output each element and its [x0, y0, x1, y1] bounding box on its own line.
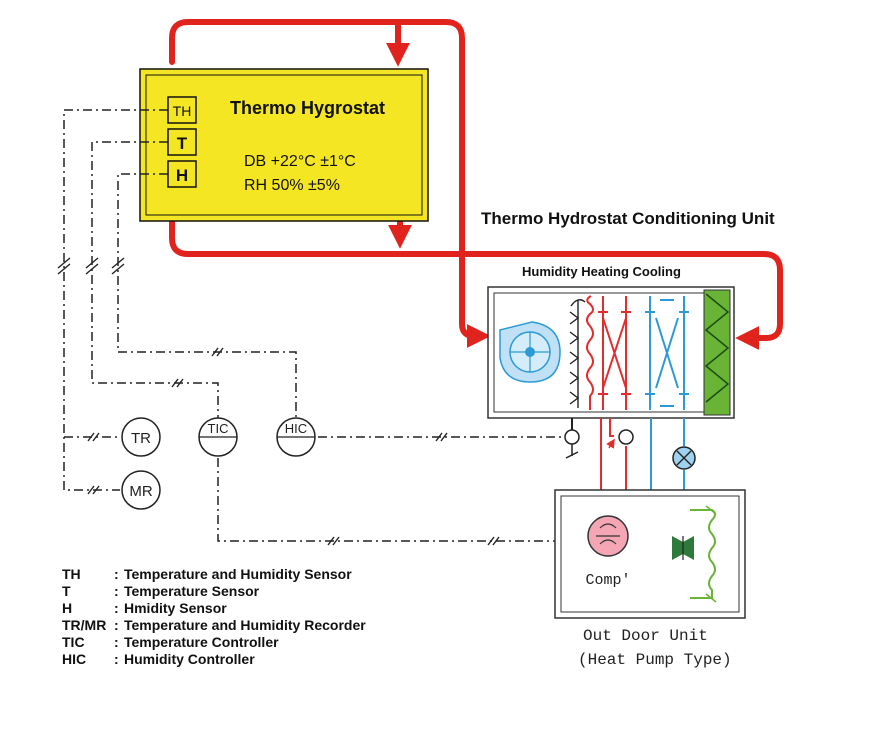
thermo-hygrostat: Thermo Hygrostat TH T H DB +22°C ±1°C RH… [139, 68, 429, 222]
legend-abbr: T [62, 583, 71, 599]
controller-tr-label: TR [131, 430, 151, 447]
legend-desc: Temperature Sensor [124, 583, 260, 599]
cooling-coil-icon [645, 296, 689, 410]
legend: TH: Temperature and Humidity Sensor T: Tem… [62, 566, 366, 668]
legend-colon: : [114, 566, 119, 582]
unit-caption: Humidity Heating Cooling [522, 264, 681, 279]
legend-colon: : [114, 600, 119, 616]
expansion-valve-icon [672, 446, 696, 470]
compressor-icon [587, 515, 629, 557]
outdoor-unit: Comp' [554, 489, 746, 619]
sensor-t-box [167, 128, 197, 156]
return-duct-top [169, 19, 491, 348]
legend-row: H: Hmidity Sensor [62, 600, 366, 617]
legend-desc: Temperature and Humidity Sensor [124, 566, 352, 582]
legend-row: T: Temperature Sensor [62, 583, 366, 600]
controller-hic-label: HIC [285, 421, 307, 436]
refrigerant-pipes [571, 418, 685, 490]
filter-icon [703, 289, 731, 416]
legend-row: TH: Temperature and Humidity Sensor [62, 566, 366, 583]
legend-abbr: H [62, 600, 73, 616]
controller-tic: TIC [198, 417, 238, 457]
outdoor-unit-title: Out Door Unit [583, 627, 708, 645]
wire-break-marks [57, 257, 500, 546]
legend-abbr: TR/MR [62, 617, 107, 633]
legend-row: TIC: Temperature Controller [62, 634, 366, 651]
controller-tr: TR [121, 417, 161, 457]
heating-coil-icon [586, 295, 631, 410]
outdoor-unit-housing [554, 489, 746, 619]
compressor-label: Comp' [585, 572, 630, 589]
fan-icon [499, 321, 561, 383]
legend-colon: : [114, 634, 119, 650]
controller-tic-label: TIC [208, 421, 229, 436]
ahu-housing [487, 286, 735, 419]
legend-abbr: TIC [62, 634, 85, 650]
duct-lines [169, 19, 783, 350]
legend-colon: : [114, 651, 119, 667]
controller-hic: HIC [276, 417, 316, 457]
outdoor-unit-subtitle: (Heat Pump Type) [578, 651, 732, 669]
legend-colon: : [114, 617, 119, 633]
legend-abbr: TH [62, 566, 81, 582]
rh-setpoint: RH 50% ±5% [244, 177, 340, 194]
sensor-th-box [167, 96, 197, 124]
signal-lines [63, 109, 572, 542]
legend-desc: Temperature Controller [124, 634, 279, 650]
controller-mr: MR [121, 470, 161, 510]
sensor-h-label: H [176, 166, 188, 185]
controller-mr-label: MR [129, 483, 152, 500]
humidifier-valve-icon [564, 429, 580, 459]
unit-title: Thermo Hydrostat Conditioning Unit [481, 209, 775, 228]
heating-valve-icon [606, 429, 634, 449]
legend-row: TR/MR: Temperature and Humidity Recorder [62, 617, 366, 634]
legend-colon: : [114, 583, 119, 599]
sensor-t-label: T [177, 134, 188, 153]
supply-duct [169, 219, 783, 350]
air-handling-unit [487, 286, 735, 419]
legend-desc: Hmidity Sensor [124, 600, 227, 616]
legend-desc: Humidity Controller [124, 651, 255, 667]
legend-abbr: HIC [62, 651, 87, 667]
sensor-th-label: TH [173, 103, 192, 119]
legend-row: HIC: Humidity Controller [62, 651, 366, 668]
outdoor-coil-icon [690, 505, 717, 603]
four-way-valve-icon [672, 536, 694, 560]
humidifier-nozzle-icon [569, 299, 586, 408]
legend-desc: Temperature and Humidity Recorder [124, 617, 366, 633]
db-setpoint: DB +22°C ±1°C [244, 153, 356, 170]
thermo-hygrostat-title: Thermo Hygrostat [230, 98, 385, 118]
